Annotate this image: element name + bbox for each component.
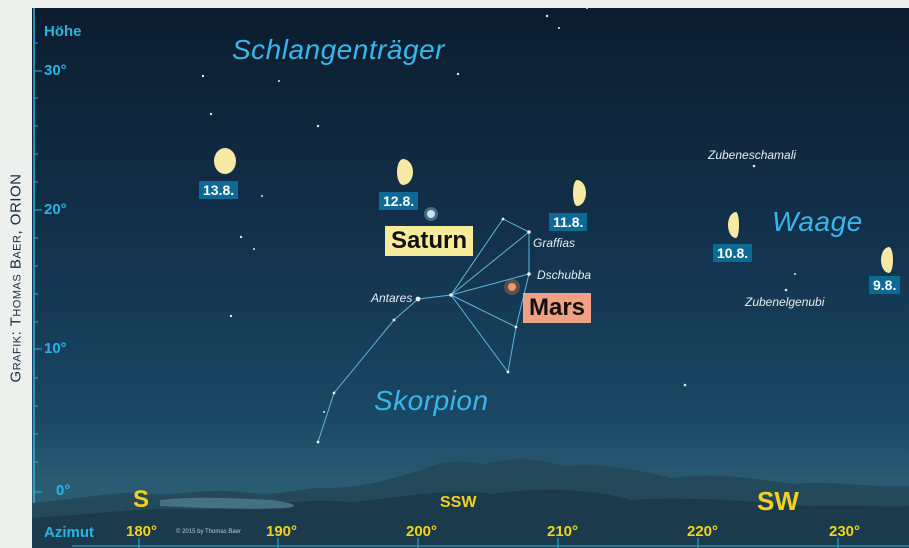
moon-date-12-8: 12.8. [379,192,419,210]
azimuth-axis-title: Azimut [44,524,94,541]
sky-panel [32,8,909,548]
azimuth-tick-200: 200° [406,523,438,540]
height-tick-20: 20° [44,201,67,218]
top-border [0,0,909,8]
moon-date-9-8: 9.8. [869,276,901,294]
azimuth-tick-230: 230° [829,523,861,540]
direction-sw: SW [757,486,799,516]
azimuth-tick-210: 210° [547,523,579,540]
star-graffias: Graffias [533,236,576,250]
moon-date-11-8: 11.8. [549,213,588,231]
planet-saturn-label: Saturn [385,226,474,256]
direction-ssw: SSW [440,494,477,511]
star-antares: Antares [371,291,413,305]
side-credit-strip: Grafik: Thomas Baer, ORION [0,8,32,548]
constellation-scorpius: Skorpion [374,385,489,416]
height-axis-title: Höhe [44,23,82,40]
side-credit: Grafik: Thomas Baer, ORION [7,173,25,383]
image-credit: © 2015 by Thomas Baer [176,529,242,535]
moon-date-13-8: 13.8. [199,181,239,199]
height-tick-0: 0° [56,482,71,499]
moon-date-10-8: 10.8. [713,244,753,262]
star-zubeneschamali: Zubeneschamali [708,148,797,162]
star-zubenelgenubi: Zubenelgenubi [745,295,825,309]
star-dschubba: Dschubba [537,268,592,282]
constellation-ophiuchus: Schlangenträger [232,34,445,65]
height-tick-10: 10° [44,340,67,357]
sky-drawing [32,8,909,548]
planet-mars-label: Mars [523,293,592,323]
azimuth-tick-190: 190° [266,523,298,540]
direction-south: S [133,486,150,513]
azimuth-tick-180: 180° [126,523,158,540]
azimuth-tick-220: 220° [687,523,719,540]
height-tick-30: 30° [44,62,67,79]
constellation-libra: Waage [772,206,863,237]
